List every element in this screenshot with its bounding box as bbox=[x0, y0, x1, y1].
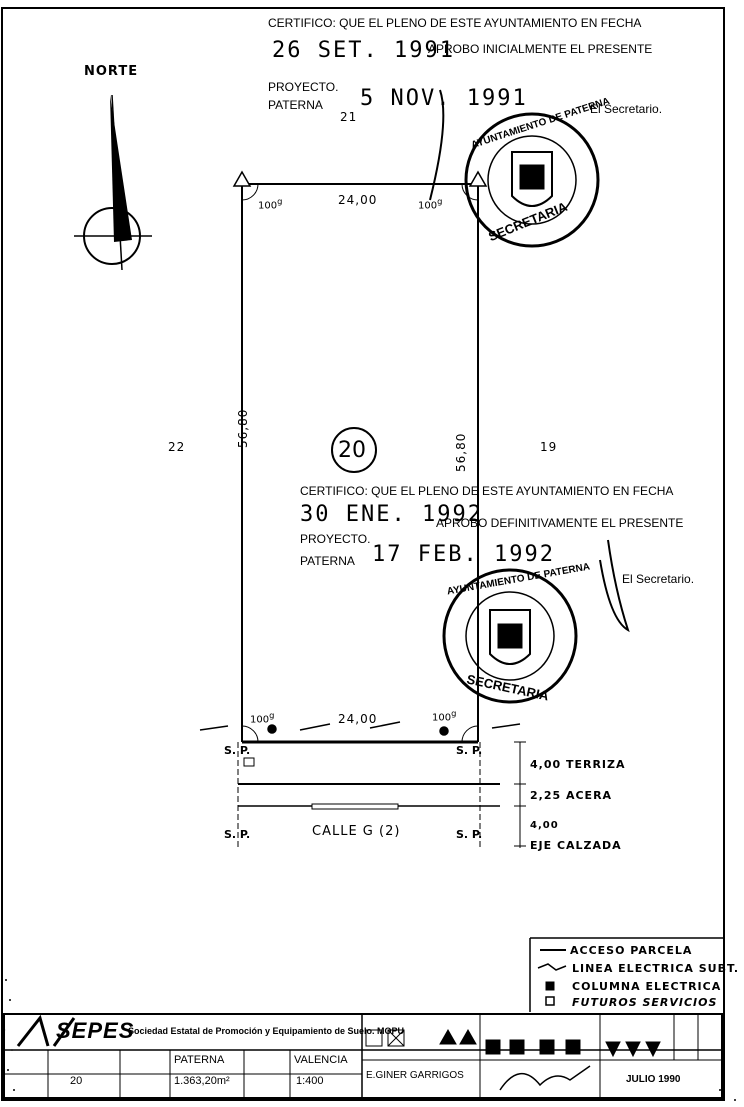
localidad-value: PATERNA bbox=[174, 1054, 225, 1066]
plot-outline bbox=[232, 170, 488, 744]
cert1-line1: CERTIFICO: QUE EL PLENO DE ESTE AYUNTAMI… bbox=[268, 16, 642, 30]
sheet-border bbox=[1, 7, 725, 1101]
calzada-label: EJE CALZADA bbox=[530, 839, 622, 852]
escala-value: 1:400 bbox=[296, 1075, 324, 1087]
legend-box bbox=[529, 937, 724, 1012]
title-block bbox=[3, 1013, 723, 1099]
cert1-secretary: El Secretario. bbox=[590, 102, 663, 116]
sp-bottom-left: S. P. bbox=[224, 828, 251, 841]
cert2-paterna: PATERNA bbox=[300, 554, 355, 568]
street-section bbox=[237, 741, 526, 850]
angle-bottom-left: 100g bbox=[250, 710, 275, 726]
cert2-date: 30 ENE. 1992 bbox=[300, 502, 483, 527]
cert2-line3: PROYECTO. bbox=[300, 532, 371, 546]
north-label: NORTE bbox=[84, 64, 139, 79]
terraza-label: 4,00 TERRIZA bbox=[530, 758, 626, 771]
municipal-seal-1 bbox=[429, 89, 600, 248]
cert1-date: 26 SET. 1991 bbox=[272, 38, 455, 63]
sp-top-left: S. P. bbox=[224, 744, 251, 757]
angle-top-left: 100g bbox=[258, 196, 283, 212]
cert2-line1: CERTIFICO: QUE EL PLENO DE ESTE AYUNTAMI… bbox=[300, 484, 674, 498]
parcela-value: 20 bbox=[70, 1075, 83, 1087]
angle-top-right: 100g bbox=[418, 196, 443, 212]
plot-left-depth: 56,80 bbox=[236, 408, 250, 448]
street-name: CALLE G (2) bbox=[312, 824, 401, 839]
neighbor-top: 21 bbox=[340, 110, 358, 124]
sp-bottom-right: S. P. bbox=[456, 828, 483, 841]
sepes-logo: SEPES bbox=[56, 1018, 135, 1043]
fecha-value: JULIO 1990 bbox=[626, 1074, 681, 1085]
cert1-sign-date: 5 NOV. 1991 bbox=[360, 86, 528, 111]
autor-value: E.GINER GARRIGOS bbox=[366, 1070, 464, 1081]
cert1-paterna: PATERNA bbox=[268, 98, 323, 112]
calzada-value: 4,00 bbox=[530, 820, 559, 831]
legend-acceso: ACCESO PARCELA bbox=[570, 944, 693, 957]
sp-top-right: S. P. bbox=[456, 744, 483, 757]
plot-number: 20 bbox=[338, 438, 366, 463]
neighbor-right: 19 bbox=[540, 440, 558, 454]
municipal-seal-2 bbox=[442, 539, 630, 704]
cert1-line2: APROBO INICIALMENTE EL PRESENTE bbox=[428, 42, 653, 56]
cert2-line2: APROBO DEFINITIVAMENTE EL PRESENTE bbox=[436, 516, 684, 530]
acera-label: 2,25 ACERA bbox=[530, 789, 613, 802]
legend-futuros: FUTUROS SERVICIOS bbox=[572, 996, 718, 1009]
provincia-value: VALENCIA bbox=[294, 1054, 348, 1066]
angle-bottom-right: 100g bbox=[432, 708, 457, 724]
superficie-value: 1.363,20m² bbox=[174, 1075, 230, 1087]
plot-right-depth: 56,80 bbox=[454, 432, 468, 472]
plot-top-width: 24,00 bbox=[338, 193, 378, 207]
north-arrow-icon bbox=[74, 94, 152, 271]
legend-linea: LINEA ELECTRICA SUBT. bbox=[572, 962, 740, 975]
electric-line bbox=[199, 721, 521, 736]
plot-bottom-width: 24,00 bbox=[338, 712, 378, 726]
cert2-sign-date: 17 FEB. 1992 bbox=[372, 542, 555, 567]
neighbor-left: 22 bbox=[168, 440, 186, 454]
legend-columna: COLUMNA ELECTRICA bbox=[572, 980, 722, 993]
plot-number-circle bbox=[331, 427, 377, 473]
company-name: Sociedad Estatal de Promoción y Equipami… bbox=[128, 1026, 405, 1036]
cert1-line3: PROYECTO. bbox=[268, 80, 339, 94]
cert2-secretary: El Secretario. bbox=[622, 572, 695, 586]
